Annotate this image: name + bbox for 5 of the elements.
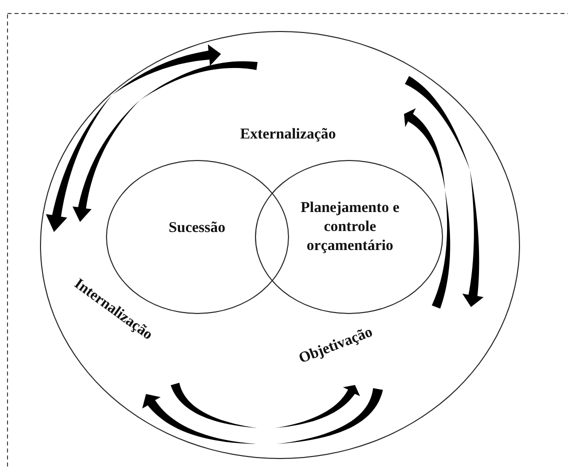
node-label: Planejamento e controle orçamentário [300,199,400,256]
phase-label: Externalização [240,126,336,144]
ellipse [40,31,520,459]
node-label: Sucessão [168,219,226,238]
ellipse [255,160,443,314]
